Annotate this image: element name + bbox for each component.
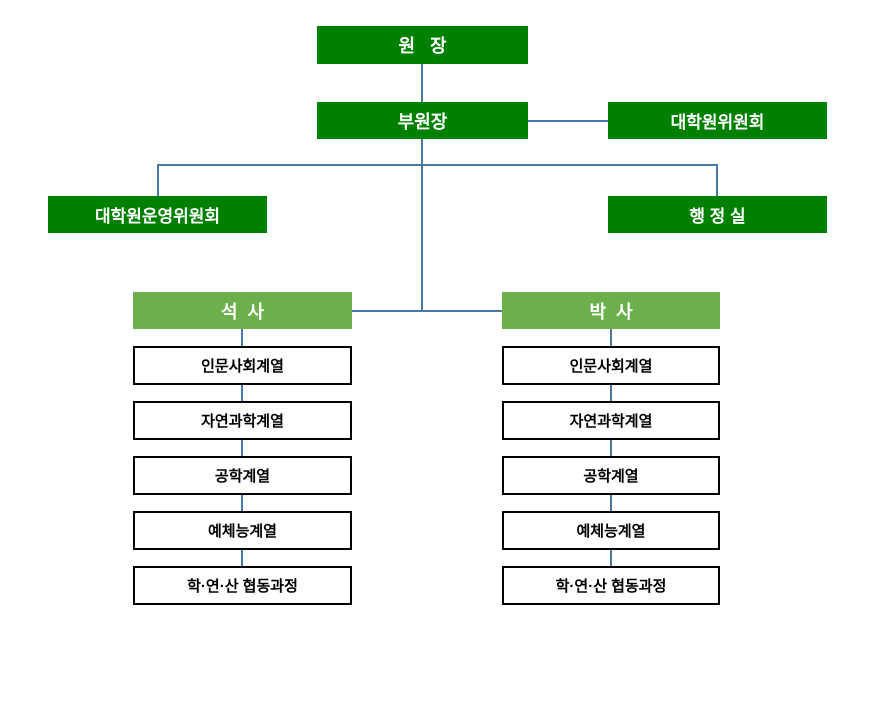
node-doctoral-natural-sciences: 자연과학계열: [502, 401, 720, 440]
node-masters-natural-sciences: 자연과학계열: [133, 401, 352, 440]
node-doctoral-engineering: 공학계열: [502, 456, 720, 495]
node-director: 원 장: [317, 26, 528, 64]
connector-rail: [157, 164, 717, 166]
node-doctoral-arts-sports: 예체능계열: [502, 511, 720, 550]
connector-rail-operating: [157, 164, 159, 196]
connector-masters-item-1: [241, 329, 243, 346]
connector-doctoral-item-3: [610, 440, 612, 456]
node-doctoral-header: 박 사: [502, 292, 720, 329]
node-doctoral-humanities: 인문사회계열: [502, 346, 720, 385]
node-masters-humanities: 인문사회계열: [133, 346, 352, 385]
connector-doctoral-item-5: [610, 550, 612, 566]
connector-masters-item-5: [241, 550, 243, 566]
connector-masters-doctoral: [352, 310, 502, 312]
connector-masters-item-4: [241, 495, 243, 511]
node-doctoral-cooperative-program: 학·연·산 협동과정: [502, 566, 720, 605]
connector-doctoral-item-2: [610, 385, 612, 401]
node-masters-arts-sports: 예체능계열: [133, 511, 352, 550]
connector-director-vice: [421, 64, 423, 102]
connector-doctoral-item-4: [610, 495, 612, 511]
node-operating-committee: 대학원운영위원회: [48, 196, 267, 233]
connector-masters-item-3: [241, 440, 243, 456]
node-masters-engineering: 공학계열: [133, 456, 352, 495]
node-masters-header: 석 사: [133, 292, 352, 329]
connector-rail-admin: [716, 164, 718, 196]
connector-vice-committee: [528, 120, 608, 122]
connector-vice-trunk: [421, 139, 423, 311]
node-admin-office: 행 정 실: [608, 196, 827, 233]
node-masters-cooperative-program: 학·연·산 협동과정: [133, 566, 352, 605]
connector-masters-item-2: [241, 385, 243, 401]
node-graduate-committee: 대학원위원회: [608, 102, 827, 139]
node-vice-director: 부원장: [317, 102, 528, 139]
connector-doctoral-item-1: [610, 329, 612, 346]
